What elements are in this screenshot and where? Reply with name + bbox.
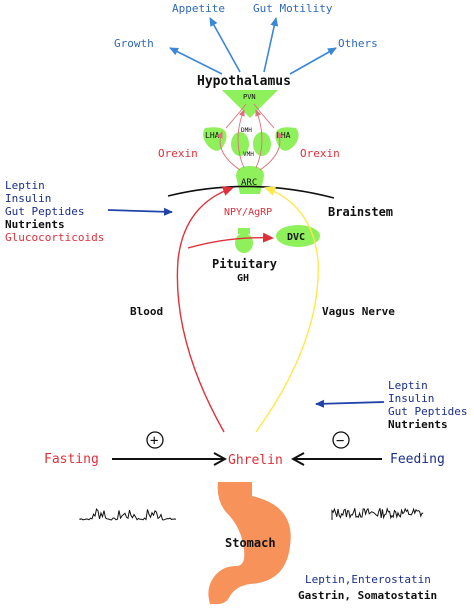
blood-pathway-arrow [176,186,234,433]
orexin-left-label: Orexin [158,147,198,160]
others-label: Others [338,37,378,50]
arc-to-pvn-left-path [237,109,245,169]
appetite-label: Appetite [172,2,225,15]
orexin-right-label: Orexin [300,147,340,160]
brainstem-label: Brainstem [328,205,393,219]
right-gut-peptides-label: Gut Peptides [388,405,467,418]
blood-to-dvc-arrow [187,232,274,249]
pituitary-stalk [238,228,250,234]
pvn-region [222,90,278,118]
stomach-shape [208,482,291,604]
left-inputs-arrow [107,207,173,216]
pituitary-gland [235,233,253,253]
gh-label: GH [237,273,249,284]
right-inputs-arrow [315,399,385,408]
ghrelin-label: Ghrelin [228,453,283,468]
plus-sign: + [150,433,158,449]
lha-left-to-pvn-path [225,103,247,129]
right-leptin-label: Leptin [388,379,428,392]
arc-to-pvn-right-path [255,109,263,169]
left-gut-peptides-label: Gut Peptides [5,205,84,218]
right-nutrients-label: Nutrients [388,418,448,431]
feeding-label: Feeding [390,452,445,467]
pituitary-label: Pituitary [212,257,277,271]
minus-sign: − [336,433,344,449]
stomach-label: Stomach [225,536,276,550]
fasting-label: Fasting [44,452,99,467]
others-arrow [289,47,337,75]
blood-label: Blood [130,305,163,318]
lha-left-label: LHA [205,131,220,140]
vagus-nerve-label: Vagus Nerve [322,305,395,318]
dvc-label: DVC [287,232,305,243]
npy-agrp-label: NPY/AgRP [224,207,272,218]
appetite-arrow [209,17,241,73]
arc-to-lha-right-path [259,131,284,171]
lha-right-to-pvn-path [253,103,275,129]
feeding-motility-trace [331,507,424,520]
left-leptin-label: Leptin [5,179,45,192]
gut-motility-label: Gut Motility [253,2,333,15]
hypothalamus-title: Hypothalamus [197,74,291,89]
right-insulin-label: Insulin [388,392,434,405]
left-glucocorticoids-label: Glucocorticoids [5,231,104,244]
fasting-motility-trace [79,508,177,521]
lha-right-label: LHA [276,131,291,140]
vmh-label: VMH [243,151,254,158]
stomach-hormones-line1: Leptin,Enterostatin [305,573,431,586]
left-insulin-label: Insulin [5,192,51,205]
minus-circle [332,431,350,449]
left-nutrients-label: Nutrients [5,218,65,231]
arc-label: ARC [241,178,257,188]
vagus-nerve-arrow [255,186,319,433]
barrier-curve [167,185,335,199]
dmh-label: DMH [241,127,252,134]
arc-to-lha-left-path [216,131,241,171]
dmh-left-lobe [231,132,249,156]
pvn-label: PVN [243,93,256,101]
growth-arrow [169,47,223,75]
dvc-region [276,225,320,247]
stomach-hormones-line2: Gastrin, Somatostatin [298,589,437,602]
plus-circle [146,431,164,449]
gut-motility-arrow [263,17,279,73]
growth-label: Growth [114,37,154,50]
